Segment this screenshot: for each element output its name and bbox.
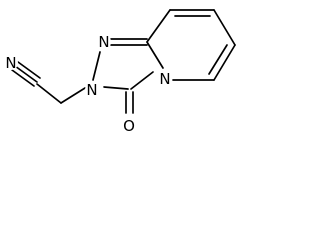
nitrile-triple-bond xyxy=(11,61,41,87)
triazole-n2-halo xyxy=(85,83,99,97)
c6-c5-inner-bond xyxy=(208,44,228,75)
structure-canvas: N N N N O xyxy=(0,0,238,149)
nitrile-bond-line-2 xyxy=(11,69,35,87)
bridgehead-nitrogen-atom: N xyxy=(158,70,172,88)
carbonyl-oxygen-atom: O xyxy=(121,117,137,135)
carbonyl-oxygen-halo xyxy=(121,118,137,134)
n1-c8a-double-bond xyxy=(110,38,148,46)
carbonyl-oxygen-label: O xyxy=(123,117,135,135)
nitrile-bond-line-3 xyxy=(17,61,41,79)
bridgehead-nitrogen-label: N xyxy=(159,70,170,88)
n2-n1-bond xyxy=(92,51,101,81)
nitrile-bond-line-1 xyxy=(14,65,38,83)
nitrile-nitrogen-atom: N xyxy=(4,54,18,72)
n4-c3-bond xyxy=(130,71,154,90)
c6-c5-bond xyxy=(213,44,236,81)
triazole-n1-atom: N xyxy=(97,33,111,51)
c3-n2-bond xyxy=(103,86,129,90)
bridgehead-nitrogen-halo xyxy=(158,72,172,86)
nitrile-nitrogen-label: N xyxy=(5,54,16,72)
nitrile-nitrogen-halo xyxy=(4,56,18,70)
carbonyl-double-bond xyxy=(125,91,134,114)
triazole-n2-label: N xyxy=(86,81,97,99)
chemical-structure-diagram: N N N N O xyxy=(4,9,236,135)
c8a-n4-bond xyxy=(146,41,164,69)
c8a-c8-bond xyxy=(146,9,171,43)
c7-c6-bond xyxy=(213,9,236,46)
ch2-to-n2-bond xyxy=(60,87,86,104)
triazole-n2-atom: N xyxy=(85,81,99,99)
triazole-n1-halo xyxy=(97,35,111,49)
nitrile-carbon-to-ch2-bond xyxy=(36,83,62,104)
triazole-n1-label: N xyxy=(98,33,109,51)
